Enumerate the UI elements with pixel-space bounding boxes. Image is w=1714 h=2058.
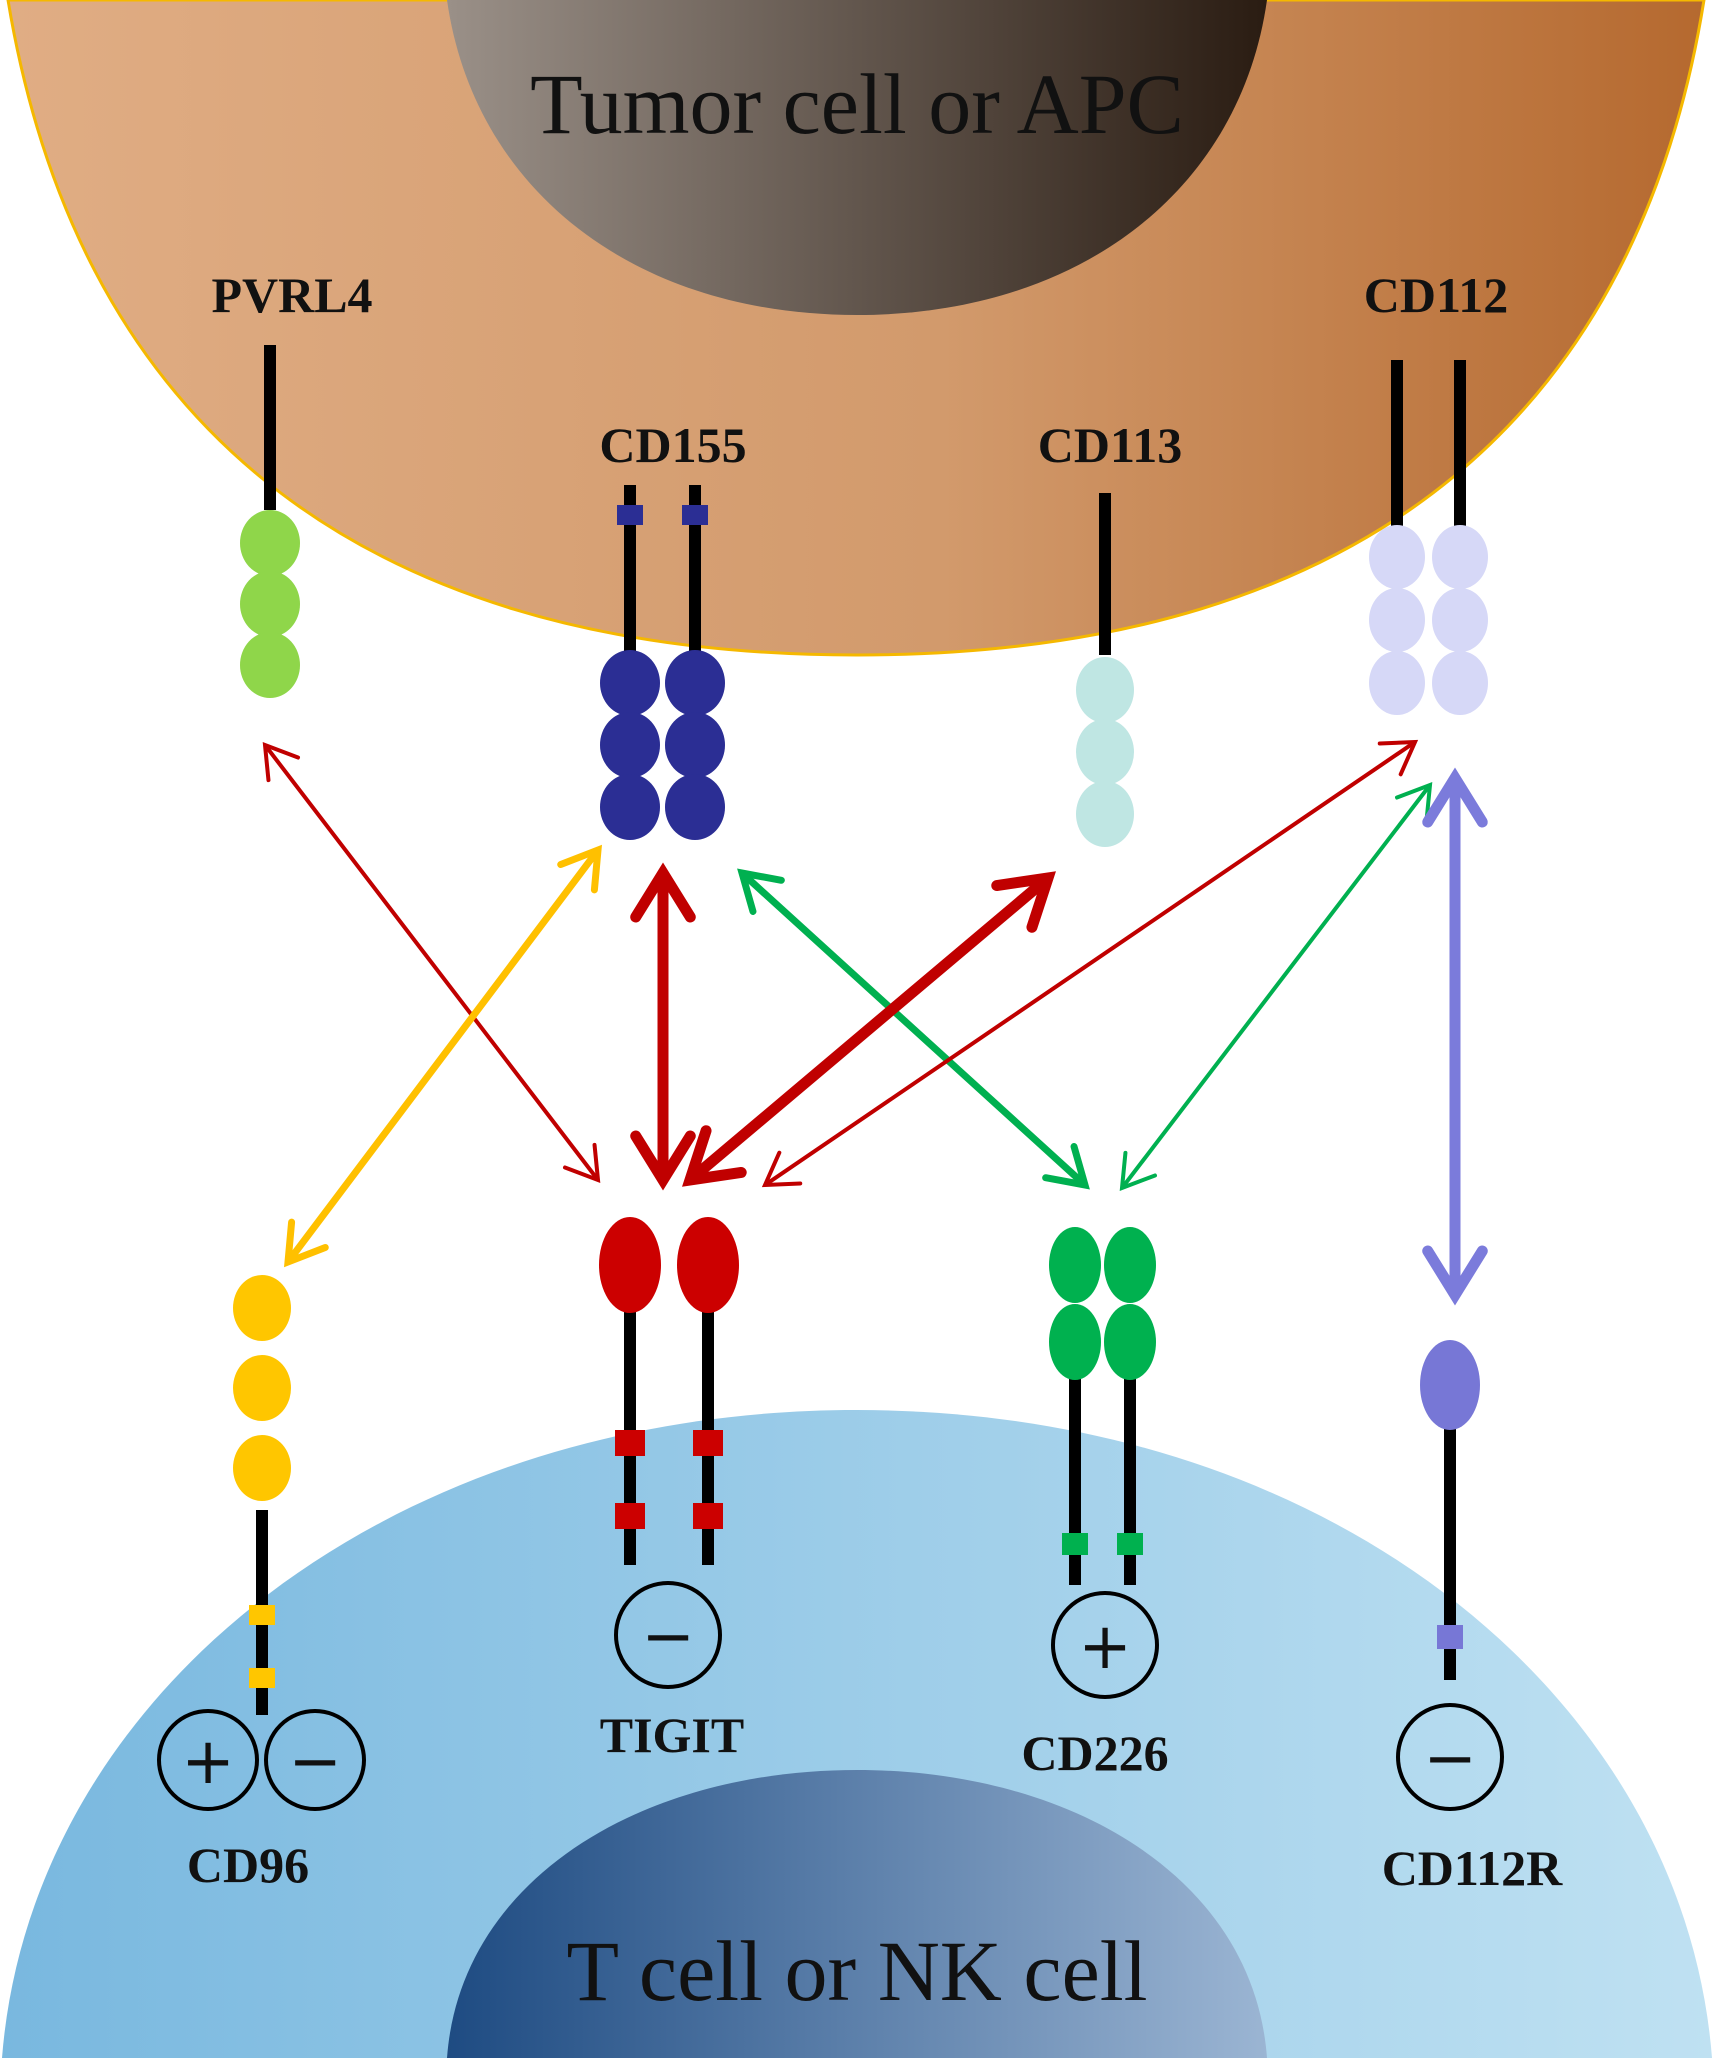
cd112-label: CD112 xyxy=(1364,267,1508,323)
t-nk-cell-title: T cell or NK cell xyxy=(566,1923,1147,2019)
arrow-cd155-tigit xyxy=(630,862,696,1191)
t-nk-cell: T cell or NK cell xyxy=(2,1410,1712,2058)
cd112r-signal-negative: − xyxy=(1423,1722,1477,1796)
cd226-label: CD226 xyxy=(1021,1725,1168,1781)
arrow-cd112-cd226 xyxy=(1119,781,1433,1192)
arrow-cd155-cd96 xyxy=(284,844,602,1268)
pvrl4-ligand: PVRL4 xyxy=(211,267,373,698)
cd112-ligand: CD112 xyxy=(1364,267,1508,715)
cd112r-receptor: − CD112R xyxy=(1382,1340,1563,1896)
cd112r-signal: − xyxy=(1396,1703,1504,1811)
tumor-cell: Tumor cell or APC xyxy=(6,0,1706,657)
cd96-signal-negative: − xyxy=(288,1725,342,1799)
arrow-cd155-cd226 xyxy=(737,868,1090,1190)
cd226-signal: + xyxy=(1051,1591,1159,1699)
cd155-ligand: CD155 xyxy=(599,417,747,840)
cd96-signal-positive: + xyxy=(181,1725,235,1799)
cd113-label: CD113 xyxy=(1038,417,1182,473)
tigit-signal: − xyxy=(614,1581,722,1689)
tumor-cell-nucleus xyxy=(447,0,1267,315)
cd113-ligand: CD113 xyxy=(1038,417,1182,847)
cd96-receptor: + − CD96 xyxy=(157,1275,366,1893)
t-nk-cell-nucleus xyxy=(447,1770,1267,2058)
cd112r-label: CD112R xyxy=(1382,1840,1563,1896)
pvrl4-label: PVRL4 xyxy=(211,267,372,323)
arrow-pvrl4-tigit xyxy=(262,741,601,1184)
tigit-label: TIGIT xyxy=(600,1707,745,1763)
cd226-signal-positive: + xyxy=(1078,1610,1132,1684)
tumor-cell-title: Tumor cell or APC xyxy=(530,56,1184,152)
tigit-signal-negative: − xyxy=(641,1600,695,1674)
arrow-cd112-tigit xyxy=(761,739,1419,1188)
tigit-receptor: − TIGIT xyxy=(599,1217,744,1763)
cd96-label: CD96 xyxy=(187,1837,309,1893)
interaction-arrows xyxy=(262,739,1488,1306)
arrow-cd113-tigit xyxy=(682,871,1056,1187)
cd96-signal: + − xyxy=(157,1709,366,1811)
arrow-cd112-cd112r xyxy=(1422,767,1488,1306)
cd155-label: CD155 xyxy=(599,417,746,473)
cd226-receptor: + CD226 xyxy=(1021,1227,1169,1781)
